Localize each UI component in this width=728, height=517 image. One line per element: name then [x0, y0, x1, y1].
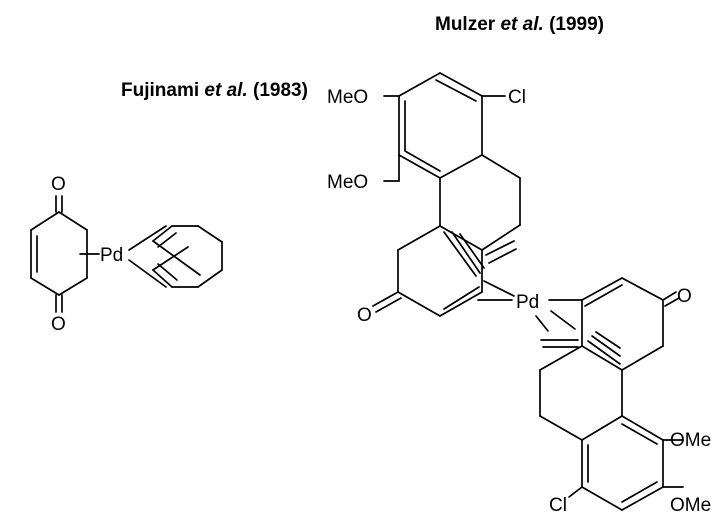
cyclooctadiene-ligand [128, 225, 223, 288]
fujinami-complex: O O Pd [30, 174, 223, 335]
upper-enone-ring [372, 225, 517, 317]
lower-aromatic-ring [568, 415, 684, 511]
mulzer-heading: Mulzer et al. (1999) [435, 14, 604, 36]
mulzer-methoxy-top-1: MeO [327, 87, 368, 108]
mulzer-ketone-right: O [677, 286, 692, 307]
mulzer-methoxy-bottom-2: OMe [670, 495, 711, 516]
lower-enone-ring [540, 277, 680, 371]
mulzer-ketone-left: O [357, 305, 372, 326]
mulzer-year: (1999) [549, 14, 604, 35]
mulzer-etal: et al. [500, 14, 544, 35]
mulzer-palladium: Pd [516, 292, 539, 313]
benzoquinone-ring [30, 195, 100, 313]
mulzer-methoxy-bottom-1: OMe [670, 430, 711, 451]
palladium-bonds [477, 280, 583, 332]
mulzer-methoxy-top-2: MeO [327, 172, 368, 193]
fujinami-year: (1983) [253, 80, 308, 101]
upper-cyclohexane-ring [439, 154, 521, 251]
mulzer-chloro-bottom: Cl [549, 495, 567, 516]
fujinami-oxygen-bottom: O [51, 314, 66, 335]
lower-cyclohexane-ring [539, 345, 623, 441]
mulzer-author: Mulzer [435, 14, 496, 35]
fujinami-heading: Fujinami et al. (1983) [121, 80, 308, 102]
fujinami-etal: et al. [204, 80, 248, 101]
fujinami-palladium: Pd [100, 245, 123, 266]
upper-aromatic-ring [383, 72, 506, 182]
mulzer-complex: MeO MeO Cl [327, 72, 711, 516]
fujinami-oxygen-top: O [51, 174, 66, 195]
mulzer-chloro-top: Cl [508, 87, 526, 108]
fujinami-author: Fujinami [121, 80, 200, 101]
